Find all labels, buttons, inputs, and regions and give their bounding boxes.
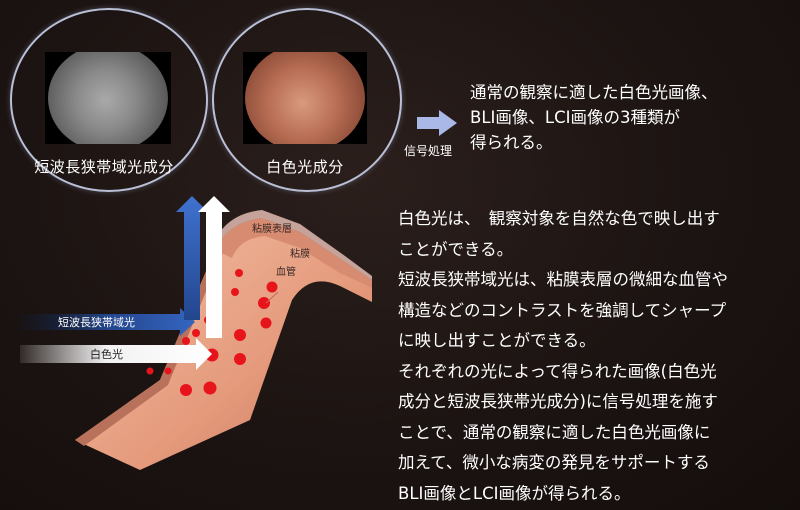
result-text: 通常の観察に適した白色光画像、 BLI画像、LCI画像の3種類が 得られる。 bbox=[470, 80, 718, 155]
caption-blue-component: 短波長狭帯域光成分 bbox=[34, 158, 174, 176]
description-line: 構造などのコントラストを強調してシャープ bbox=[398, 300, 727, 320]
description-line: 加えて、微小な病変の発見をサポートする bbox=[398, 453, 710, 472]
description-line: に映し出すことができる。 bbox=[398, 331, 596, 350]
vessel-leader bbox=[265, 291, 279, 304]
description-line: 短波長狭帯域光は、粘膜表層の微細な血管や bbox=[398, 270, 728, 289]
tissue-deep-layer bbox=[75, 218, 372, 470]
result-line: BLI画像、LCI画像の3種類が bbox=[470, 108, 680, 127]
description-text: 白色光は、 観察対象を自然な色で映し出す ことができる。 短波長狭帯域光は、粘膜… bbox=[398, 204, 793, 509]
endoscope-image-white bbox=[243, 52, 367, 144]
beam-white-horizontal bbox=[20, 338, 212, 370]
endoscope-image-blue bbox=[45, 52, 171, 144]
description-line: 白色光は、 観察対象を自然な色で映し出す bbox=[398, 209, 720, 228]
arrow-right-icon bbox=[417, 110, 457, 136]
description-line: 成分と短波長狭帯光成分)に信号処理を施す bbox=[398, 392, 718, 411]
thumbnail-ring-blue bbox=[10, 8, 208, 192]
thumbnail-ring-white bbox=[212, 8, 402, 192]
description-line: それぞれの光によって得られた画像(白色光 bbox=[398, 361, 717, 381]
caption-white-component: 白色光成分 bbox=[266, 158, 344, 176]
beam-blue-label: 短波長狭帯域光 bbox=[58, 315, 135, 329]
tissue-surface-layer bbox=[213, 210, 372, 280]
result-line: 通常の観察に適した白色光画像、 bbox=[470, 83, 718, 102]
beam-blue-horizontal bbox=[20, 308, 195, 336]
description-line: ことで、通常の観察に適した白色光画像に bbox=[398, 422, 711, 442]
tissue-mucosa-layer bbox=[215, 218, 372, 288]
signal-processing-label: 信号処理 bbox=[404, 144, 453, 158]
result-line: 得られる。 bbox=[470, 133, 553, 152]
vessel-dots bbox=[146, 269, 278, 396]
description-line: BLI画像とLCI画像が得られる。 bbox=[398, 483, 631, 503]
beam-white-label: 白色光 bbox=[90, 347, 123, 361]
layer-surface-label: 粘膜表層 bbox=[252, 222, 292, 235]
description-line: ことができる。 bbox=[398, 239, 514, 259]
vessel-label: 血管 bbox=[276, 265, 296, 278]
arrow-white-up bbox=[198, 196, 230, 338]
layer-mucosa-label: 粘膜 bbox=[290, 247, 310, 260]
arrow-blue-up bbox=[176, 196, 208, 320]
